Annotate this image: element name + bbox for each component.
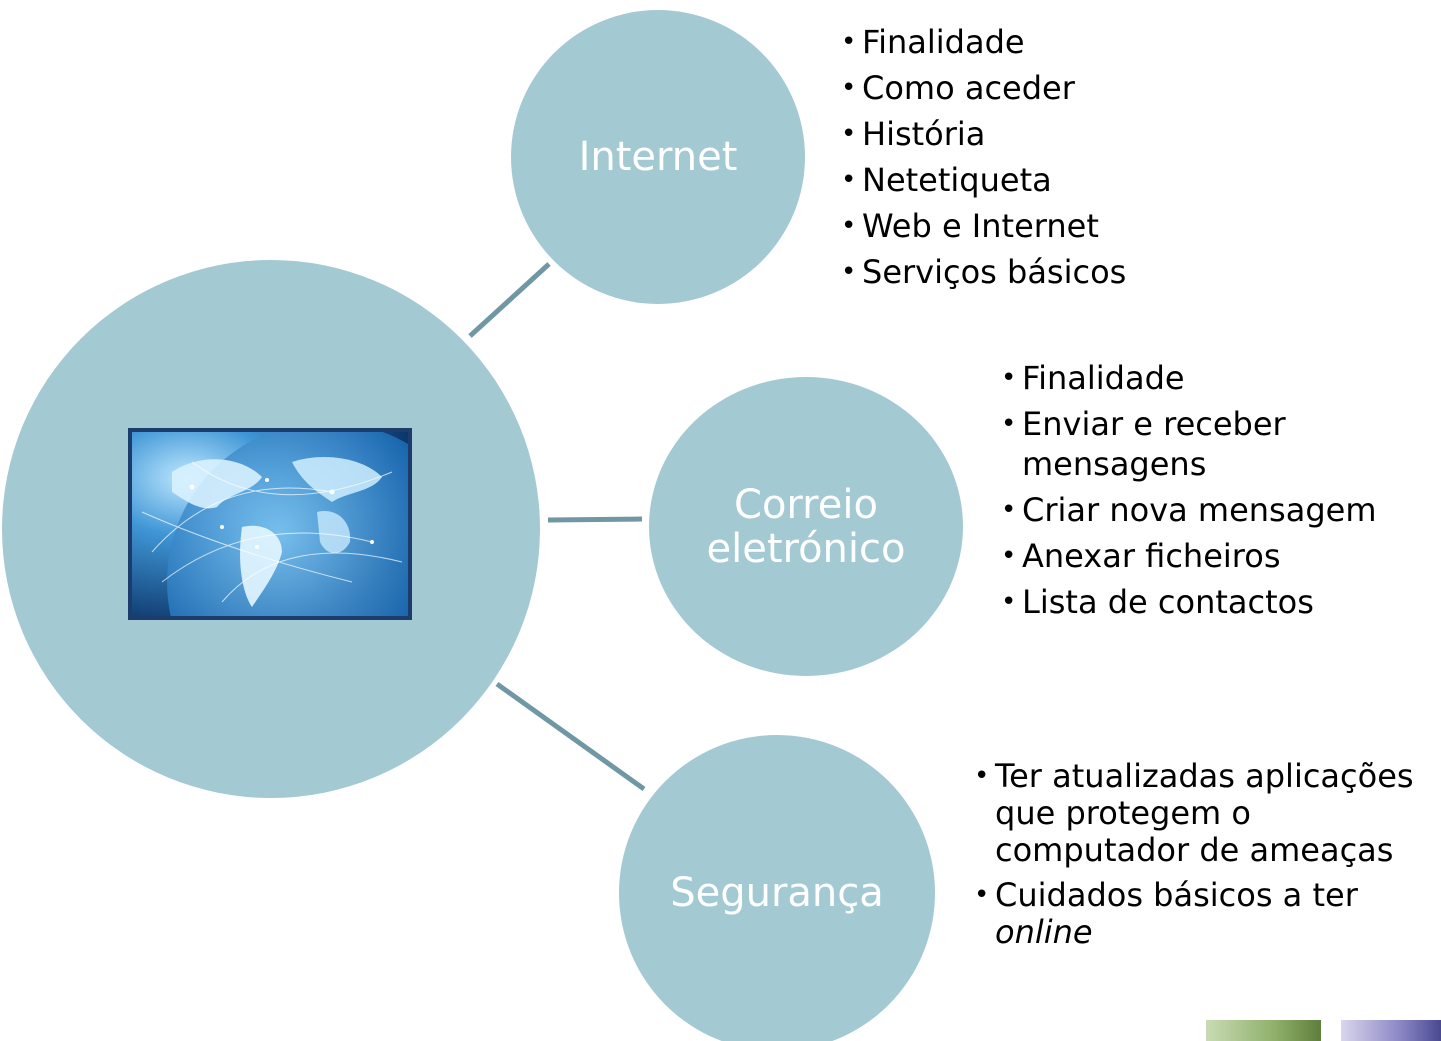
list-item: Criar nova mensagem: [1001, 490, 1411, 530]
node-internet-label: Internet: [578, 134, 738, 180]
node-seguranca: Segurança: [619, 735, 935, 1041]
list-item: Lista de contactos: [1001, 582, 1411, 622]
list-item: Ter atualizadas aplicações que protegem …: [974, 758, 1434, 869]
node-internet: Internet: [511, 10, 805, 304]
internet-bullet-list: Finalidade Como aceder História Netetiqu…: [841, 19, 1126, 295]
connector-correio: [547, 516, 643, 523]
slide-thumbnail-purple: [1341, 1020, 1441, 1041]
seguranca-bullet-list: Ter atualizadas aplicações que protegem …: [974, 758, 1434, 959]
list-item: Finalidade: [841, 19, 1126, 65]
list-item: Anexar ficheiros: [1001, 536, 1411, 576]
connector-internet: [468, 262, 551, 338]
list-item: Netetiqueta: [841, 157, 1126, 203]
list-item: História: [841, 111, 1126, 157]
correio-bullet-list: Finalidade Enviar e receber mensagens Cr…: [1001, 358, 1411, 628]
node-correio-label: Correio eletrónico: [706, 481, 906, 572]
list-item: Como aceder: [841, 65, 1126, 111]
slide-thumbnail-green: [1206, 1020, 1321, 1041]
node-seguranca-label: Segurança: [670, 870, 884, 916]
list-item: Serviços básicos: [841, 249, 1126, 295]
list-item: Enviar e receber mensagens: [1001, 404, 1411, 484]
globe-photo: [128, 428, 412, 620]
list-item-text: Cuidados básicos a ter: [995, 876, 1358, 914]
node-correio: Correio eletrónico: [649, 377, 963, 676]
list-item: Finalidade: [1001, 358, 1411, 398]
list-item-italic-text: online: [995, 913, 1093, 951]
globe-icon: [132, 432, 408, 616]
connector-seguranca: [495, 681, 646, 792]
list-item: Web e Internet: [841, 203, 1126, 249]
